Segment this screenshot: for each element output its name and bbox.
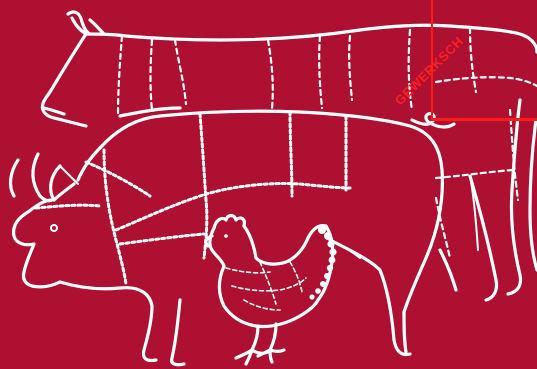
chicken-tail-feathers bbox=[309, 226, 337, 300]
cow-cut-lines bbox=[116, 26, 537, 260]
chicken-outline bbox=[204, 213, 337, 366]
chicken-cut-lines bbox=[225, 261, 307, 311]
cow-outline bbox=[40, 10, 537, 302]
pig-outline bbox=[8, 109, 456, 367]
stamp-underline bbox=[431, 119, 537, 121]
pig-cut-lines bbox=[34, 110, 352, 286]
